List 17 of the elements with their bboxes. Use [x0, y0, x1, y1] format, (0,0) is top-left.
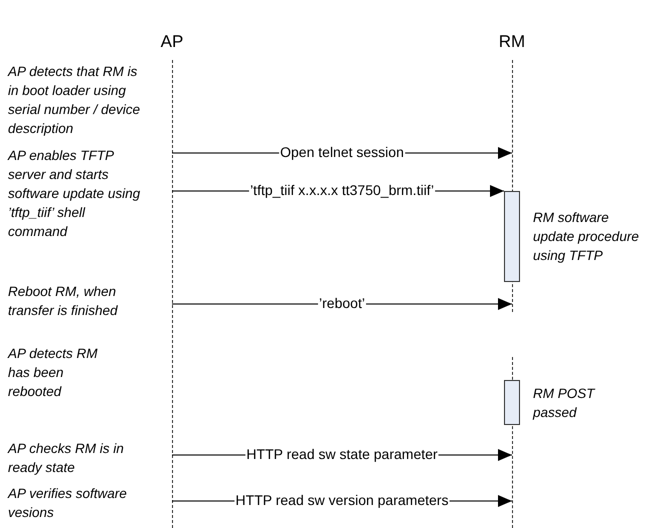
- edge-label: ’reboot’: [318, 295, 366, 311]
- step-note: AP enables TFTP server and starts software update using ’tftp_tiif’ shell command: [8, 147, 142, 241]
- edge-label: HTTP read sw version parameters: [234, 492, 450, 508]
- activation-note: RM software update procedure using TFTP: [533, 209, 640, 265]
- step-note: Reboot RM, when transfer is finished: [8, 283, 119, 320]
- edge-label: ’tftp_tiif x.x.x.x tt3750_brm.tiif’: [249, 182, 435, 198]
- edge-label: HTTP read sw state parameter: [245, 446, 439, 462]
- activation-note: RM POST passed: [533, 385, 596, 422]
- step-note: AP detects that RM is in boot loader using serial number / device description: [8, 63, 142, 138]
- lifeline-header: RM: [498, 31, 526, 53]
- step-note: AP detects RM has been rebooted: [8, 345, 99, 401]
- step-note: AP checks RM is in ready state: [8, 440, 125, 477]
- step-note: AP verifies software vesions: [8, 485, 128, 522]
- activation-box: [504, 191, 520, 282]
- activation-box: [504, 380, 520, 425]
- lifeline-header: AP: [160, 31, 184, 53]
- edge-label: Open telnet session: [279, 144, 405, 160]
